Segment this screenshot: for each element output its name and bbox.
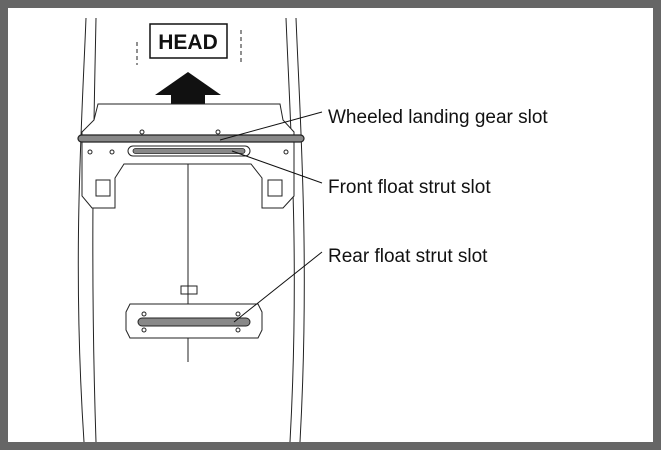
screw-hole: [87, 149, 93, 155]
screw-hole: [141, 311, 147, 317]
callout-front-float-strut-slot: Front float strut slot: [328, 177, 491, 198]
fuselage-left-inner-edge: [92, 17, 97, 442]
fuselage-right-outer-edge: [295, 17, 305, 442]
leader-front-float: [231, 150, 323, 184]
callout-rear-float-strut-slot: Rear float strut slot: [328, 246, 488, 267]
screw-hole: [141, 327, 147, 333]
right-mount-tab: [267, 179, 283, 197]
screw-hole: [235, 327, 241, 333]
screw-hole: [109, 149, 115, 155]
fuselage-outline: [77, 17, 305, 442]
screw-hole: [235, 311, 241, 317]
callout-wheeled-gear-slot: Wheeled landing gear slot: [328, 107, 548, 128]
leader-wheeled-gear: [219, 111, 323, 141]
rear-float-strut-slot: [137, 317, 251, 327]
screw-hole: [139, 129, 145, 135]
front-float-strut-slot: [127, 145, 251, 157]
fuselage-right-inner-edge: [285, 17, 295, 442]
wheeled-gear-slot: [77, 134, 305, 143]
fuselage-left-outer-edge: [77, 17, 87, 442]
head-label: HEAD: [158, 31, 218, 54]
fuselage-diagram: HEAD: [77, 17, 548, 442]
screw-hole: [215, 129, 221, 135]
screw-hole: [283, 149, 289, 155]
left-mount-tab: [95, 179, 111, 197]
leader-lines: [219, 111, 323, 323]
leader-rear-float: [233, 251, 323, 323]
head-label-box: HEAD: [149, 23, 228, 59]
center-tab: [180, 285, 198, 295]
